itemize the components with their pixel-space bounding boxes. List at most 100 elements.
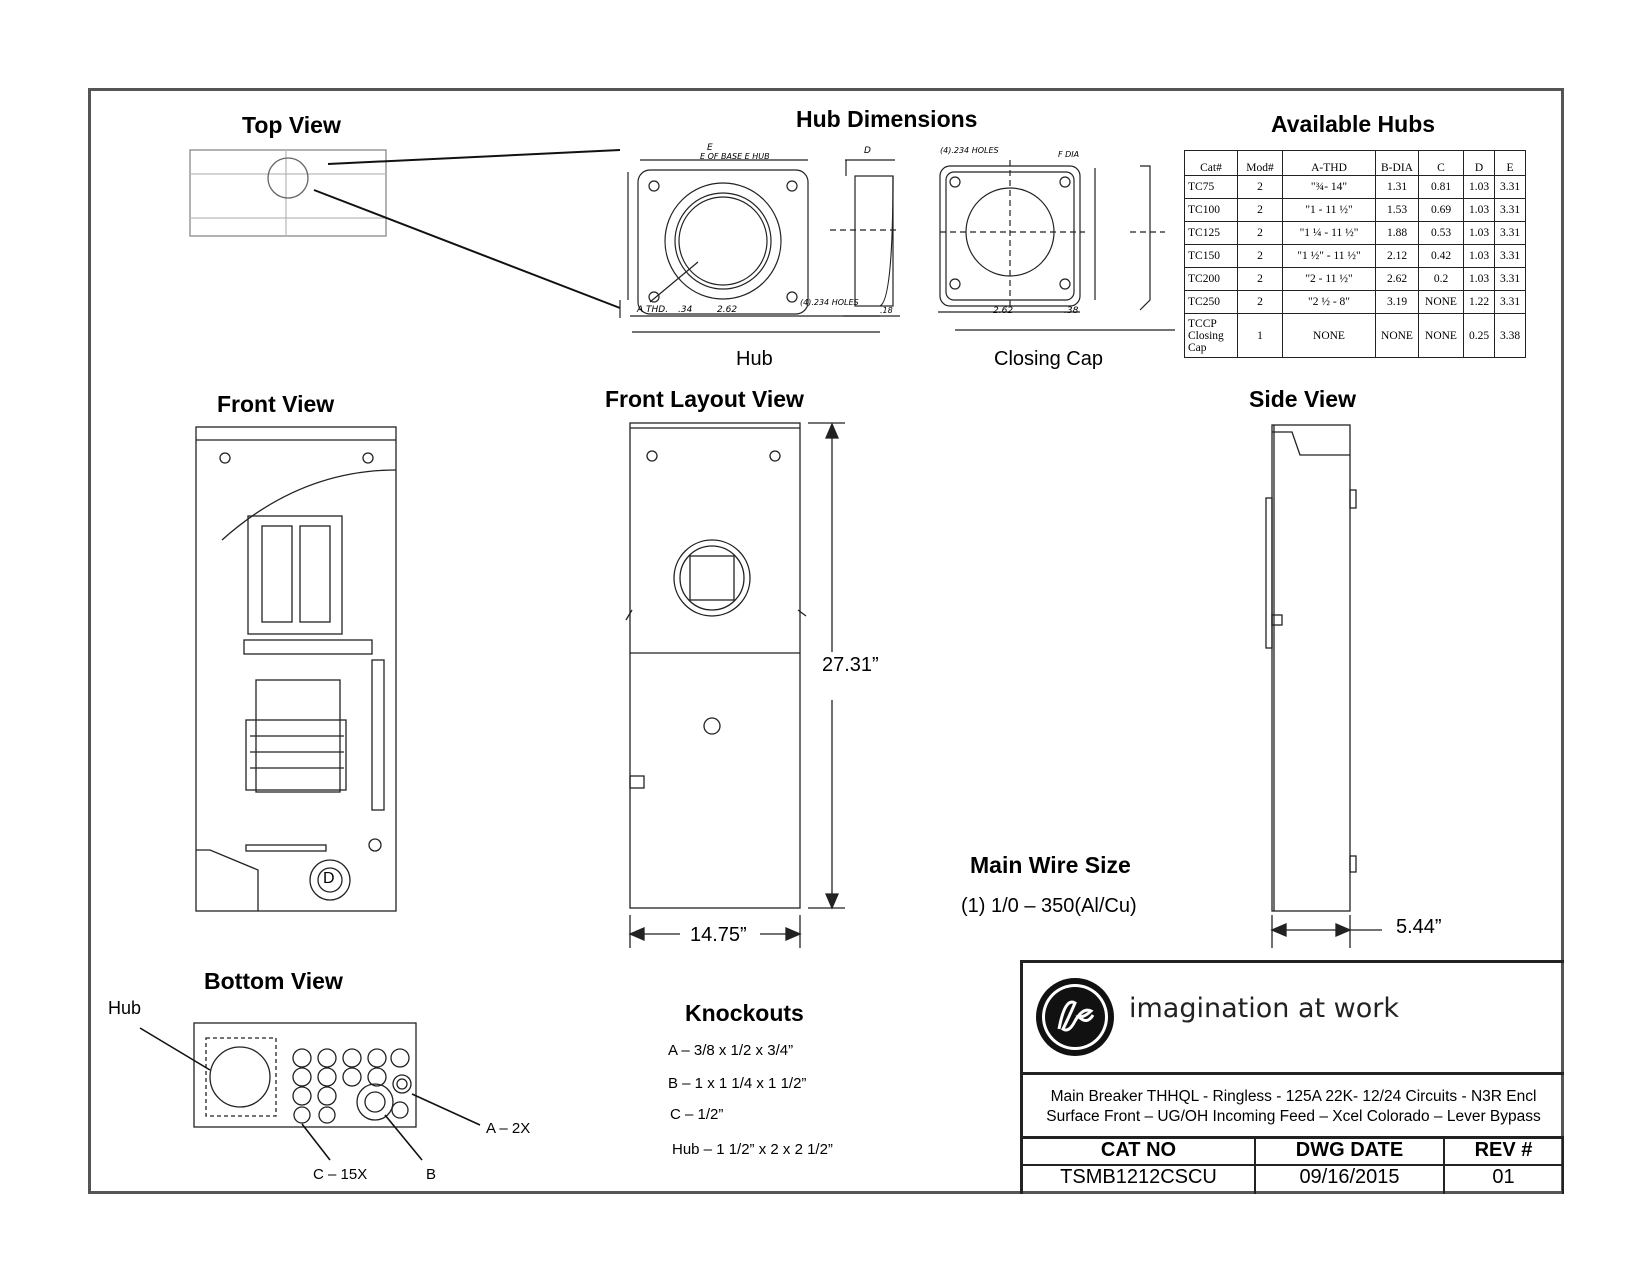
table-cell: TC100 bbox=[1184, 198, 1238, 222]
width-dimension: 14.75” bbox=[690, 924, 747, 946]
front-layout-view-heading: Front Layout View bbox=[605, 386, 804, 412]
hub-e-note: E bbox=[707, 143, 713, 153]
table-header: Mod# bbox=[1237, 150, 1283, 176]
table-cell: TC125 bbox=[1184, 221, 1238, 245]
knockout-hub: Hub – 1 1/2” x 2 x 2 1/2” bbox=[672, 1141, 833, 1158]
bottom-b-label: B bbox=[426, 1166, 437, 1183]
table-cell: NONE bbox=[1375, 313, 1419, 358]
cap-holes-note: (4).234 HOLES bbox=[940, 146, 999, 155]
table-cell: 0.2 bbox=[1418, 267, 1464, 291]
table-cell: 3.31 bbox=[1494, 267, 1526, 291]
table-cell: 0.25 bbox=[1463, 313, 1495, 358]
bottom-c-label: C – 15X bbox=[313, 1166, 368, 1183]
ge-logo bbox=[1036, 978, 1114, 1056]
main-wire-size-heading: Main Wire Size bbox=[970, 852, 1131, 878]
table-cell: 1.03 bbox=[1463, 198, 1495, 222]
title-block-value-row: TSMB1212CSCU 09/16/2015 01 bbox=[1020, 1164, 1564, 1194]
table-cell: 1.03 bbox=[1463, 221, 1495, 245]
cat-no-value: TSMB1212CSCU bbox=[1023, 1166, 1256, 1194]
table-cell: 3.19 bbox=[1375, 290, 1419, 314]
table-header: E bbox=[1494, 150, 1526, 176]
table-cell: 3.31 bbox=[1494, 290, 1526, 314]
front-view-drawing bbox=[195, 426, 397, 912]
knockout-c: C – 1/2” bbox=[670, 1106, 724, 1123]
rev-label: REV # bbox=[1445, 1139, 1564, 1164]
closing-cap-label: Closing Cap bbox=[994, 348, 1103, 370]
available-hubs-heading: Available Hubs bbox=[1271, 111, 1436, 137]
hub-dimensions-heading: Hub Dimensions bbox=[796, 106, 978, 132]
table-cell: 0.81 bbox=[1418, 175, 1464, 199]
top-view-drawing bbox=[189, 149, 621, 309]
hub-18-note: .18 bbox=[880, 306, 893, 315]
table-header: D bbox=[1463, 150, 1495, 176]
top-view-heading: Top View bbox=[242, 112, 341, 138]
bottom-view-drawing bbox=[139, 1022, 481, 1161]
knockout-b: B – 1 x 1 1/4 x 1 1/2” bbox=[668, 1075, 807, 1092]
table-cell: 1.03 bbox=[1463, 267, 1495, 291]
front-layout-drawing bbox=[625, 422, 845, 948]
table-cell: 3.31 bbox=[1494, 175, 1526, 199]
hub-34-note: .34 bbox=[678, 305, 693, 315]
table-cell: NONE bbox=[1418, 290, 1464, 314]
table-cell: 0.42 bbox=[1418, 244, 1464, 268]
title-block-description: Main Breaker THHQL - Ringless - 125A 22K… bbox=[1020, 1072, 1564, 1136]
knockout-a: A – 3/8 x 1/2 x 3/4” bbox=[668, 1042, 794, 1059]
table-cell: "1 ½" - 11 ½" bbox=[1282, 244, 1376, 268]
table-cell: 3.31 bbox=[1494, 198, 1526, 222]
table-cell: TCCP Closing Cap bbox=[1184, 313, 1238, 358]
hub-of-base-note: E OF BASE E HUB bbox=[700, 152, 770, 161]
table-cell: 0.69 bbox=[1418, 198, 1464, 222]
table-cell: 2 bbox=[1237, 221, 1283, 245]
table-cell: 1.53 bbox=[1375, 198, 1419, 222]
closing-cap-drawing bbox=[938, 160, 1175, 331]
table-header: A-THD bbox=[1282, 150, 1376, 176]
ge-tagline: imagination at work bbox=[1129, 993, 1399, 1024]
drawing-frame bbox=[88, 88, 1564, 1194]
table-cell: 3.38 bbox=[1494, 313, 1526, 358]
front-view-heading: Front View bbox=[217, 391, 335, 417]
table-cell: 1.03 bbox=[1463, 244, 1495, 268]
table-cell: 2 bbox=[1237, 267, 1283, 291]
table-header: Cat# bbox=[1184, 150, 1238, 176]
main-wire-size-value: (1) 1/0 – 350(Al/Cu) bbox=[961, 895, 1137, 917]
hub-label: Hub bbox=[736, 348, 773, 370]
cap-262-note: 2.62 bbox=[993, 306, 1014, 316]
table-cell: 2.62 bbox=[1375, 267, 1419, 291]
dwg-date-label: DWG DATE bbox=[1256, 1139, 1445, 1164]
rev-value: 01 bbox=[1445, 1166, 1564, 1194]
table-cell: 3.31 bbox=[1494, 244, 1526, 268]
cap-38-note: .38 bbox=[1064, 306, 1079, 316]
table-cell: 1 bbox=[1237, 313, 1283, 358]
depth-dimension: 5.44” bbox=[1396, 916, 1442, 938]
hub-d-note: D bbox=[864, 146, 871, 156]
table-header: C bbox=[1418, 150, 1464, 176]
table-cell: TC75 bbox=[1184, 175, 1238, 199]
description-line-2: Surface Front – UG/OH Incoming Feed – Xc… bbox=[1046, 1108, 1541, 1125]
table-cell: TC200 bbox=[1184, 267, 1238, 291]
table-cell: 2 bbox=[1237, 290, 1283, 314]
hub-athd-note: A THD. bbox=[637, 305, 669, 315]
bottom-hub-label: Hub bbox=[108, 998, 142, 1018]
description-line-1: Main Breaker THHQL - Ringless - 125A 22K… bbox=[1050, 1088, 1537, 1105]
table-cell: 1.03 bbox=[1463, 175, 1495, 199]
table-cell: "1 - 11 ½" bbox=[1282, 198, 1376, 222]
hub-262-note: 2.62 bbox=[717, 305, 738, 315]
side-view-heading: Side View bbox=[1249, 386, 1356, 412]
table-cell: 1.22 bbox=[1463, 290, 1495, 314]
title-block-logo-area: imagination at work bbox=[1020, 960, 1564, 1072]
height-dimension: 27.31” bbox=[822, 654, 879, 676]
table-cell: "1 ¼ - 11 ½" bbox=[1282, 221, 1376, 245]
table-cell: "2 - 11 ½" bbox=[1282, 267, 1376, 291]
knockouts-heading: Knockouts bbox=[685, 1000, 804, 1026]
title-block-header-row: CAT NO DWG DATE REV # bbox=[1020, 1136, 1564, 1164]
table-cell: "¾- 14" bbox=[1282, 175, 1376, 199]
table-cell: 1.31 bbox=[1375, 175, 1419, 199]
hub-drawing bbox=[619, 159, 900, 333]
table-cell: 0.53 bbox=[1418, 221, 1464, 245]
table-cell: NONE bbox=[1282, 313, 1376, 358]
